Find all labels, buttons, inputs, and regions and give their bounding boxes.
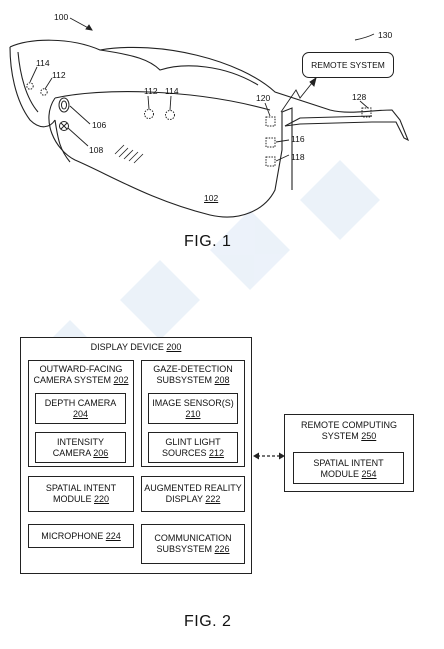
ref-118: 118 — [291, 152, 305, 162]
ref-112-left: 112 — [52, 70, 66, 80]
gaze-detection-line1: GAZE-DETECTION — [153, 364, 233, 374]
ref-102: 102 — [204, 193, 219, 203]
outward-camera-line2: CAMERA SYSTEM — [33, 375, 111, 385]
image-sensor-num: 210 — [185, 409, 201, 419]
ar-display-label: AUGMENTED REALITY DISPLAY 222 — [142, 483, 244, 505]
communication-label: COMMUNICATION SUBSYSTEM 226 — [142, 533, 244, 555]
communication-line2: SUBSYSTEM — [156, 544, 212, 554]
display-device-label: DISPLAY DEVICE — [90, 342, 164, 352]
remote-system-label: REMOTE SYSTEM — [311, 60, 385, 70]
depth-camera-line1: DEPTH CAMERA — [44, 398, 117, 408]
microphone-box: MICROPHONE 224 — [28, 524, 134, 548]
remote-spatial-box: SPATIAL INTENT MODULE 254 — [293, 452, 404, 484]
image-sensor-line1: IMAGE SENSOR(S) — [152, 398, 234, 408]
depth-camera-label: DEPTH CAMERA 204 — [36, 398, 125, 420]
depth-camera-box: DEPTH CAMERA 204 — [35, 393, 126, 424]
remote-spatial-line2: MODULE — [320, 469, 359, 479]
microphone-line1: MICROPHONE — [41, 531, 104, 541]
remote-computing-label: REMOTE COMPUTING SYSTEM 250 — [285, 420, 413, 442]
glint-light-label: GLINT LIGHT SOURCES 212 — [149, 437, 237, 459]
glasses-drawing — [9, 17, 410, 218]
outward-camera-line1: OUTWARD-FACING — [39, 364, 123, 374]
outward-camera-label: OUTWARD-FACING CAMERA SYSTEM 202 — [29, 364, 133, 386]
gaze-detection-line2: SUBSYSTEM — [156, 375, 212, 385]
remote-computing-line1: REMOTE COMPUTING — [301, 420, 397, 430]
intensity-camera-box: INTENSITY CAMERA 206 — [35, 432, 126, 463]
ref-114-center: 114 — [165, 86, 179, 96]
ref-112-center: 112 — [144, 86, 158, 96]
microphone-num: 224 — [105, 531, 121, 541]
glint-light-line2: SOURCES — [161, 448, 207, 458]
remote-spatial-num: 254 — [361, 469, 377, 479]
ref-116: 116 — [291, 134, 305, 144]
depth-camera-num: 204 — [72, 409, 89, 419]
remote-system-box: REMOTE SYSTEM — [302, 52, 394, 78]
spatial-intent-line1: SPATIAL INTENT — [45, 483, 117, 493]
remote-spatial-line1: SPATIAL INTENT — [313, 458, 384, 468]
intensity-camera-label: INTENSITY CAMERA 206 — [36, 437, 125, 459]
display-device-title: DISPLAY DEVICE 200 — [21, 342, 251, 353]
glint-light-box: GLINT LIGHT SOURCES 212 — [148, 432, 238, 463]
spatial-intent-label: SPATIAL INTENT MODULE 220 — [29, 483, 133, 505]
intensity-camera-num: 206 — [93, 448, 109, 458]
display-device-num: 200 — [166, 342, 182, 352]
communication-box: COMMUNICATION SUBSYSTEM 226 — [141, 524, 245, 564]
glint-light-num: 212 — [209, 448, 225, 458]
remote-spatial-label: SPATIAL INTENT MODULE 254 — [294, 458, 403, 480]
image-sensor-box: IMAGE SENSOR(S) 210 — [148, 393, 238, 424]
image-sensor-label: IMAGE SENSOR(S) 210 — [149, 398, 237, 420]
ref-100: 100 — [54, 12, 69, 22]
microphone-label: MICROPHONE 224 — [29, 531, 133, 542]
ref-108: 108 — [89, 145, 104, 155]
glint-light-line1: GLINT LIGHT — [165, 437, 221, 447]
communication-line1: COMMUNICATION — [154, 533, 232, 543]
ar-display-line1: AUGMENTED REALITY — [144, 483, 242, 493]
ar-display-box: AUGMENTED REALITY DISPLAY 222 — [141, 476, 245, 512]
ar-display-line2: DISPLAY — [165, 494, 203, 504]
remote-computing-num: 250 — [361, 431, 377, 441]
gaze-detection-num: 208 — [214, 375, 230, 385]
fig1-title: FIG. 1 — [184, 233, 232, 250]
spatial-intent-box: SPATIAL INTENT MODULE 220 — [28, 476, 134, 512]
bidirectional-dashed-arrow — [253, 452, 285, 460]
intensity-camera-line1: INTENSITY — [56, 437, 104, 447]
spatial-intent-num: 220 — [94, 494, 110, 504]
ref-130: 130 — [378, 30, 393, 40]
ar-display-num: 222 — [205, 494, 221, 504]
outward-camera-num: 202 — [113, 375, 129, 385]
remote-computing-line2: SYSTEM — [321, 431, 359, 441]
intensity-camera-line2: CAMERA — [52, 448, 91, 458]
communication-num: 226 — [214, 544, 230, 554]
ref-128: 128 — [352, 92, 367, 102]
gaze-detection-label: GAZE-DETECTION SUBSYSTEM 208 — [142, 364, 244, 386]
spatial-intent-line2: MODULE — [52, 494, 92, 504]
fig2-title: FIG. 2 — [184, 613, 232, 630]
ref-120: 120 — [256, 93, 271, 103]
ref-106: 106 — [92, 120, 107, 130]
ref-114-left: 114 — [36, 58, 50, 68]
